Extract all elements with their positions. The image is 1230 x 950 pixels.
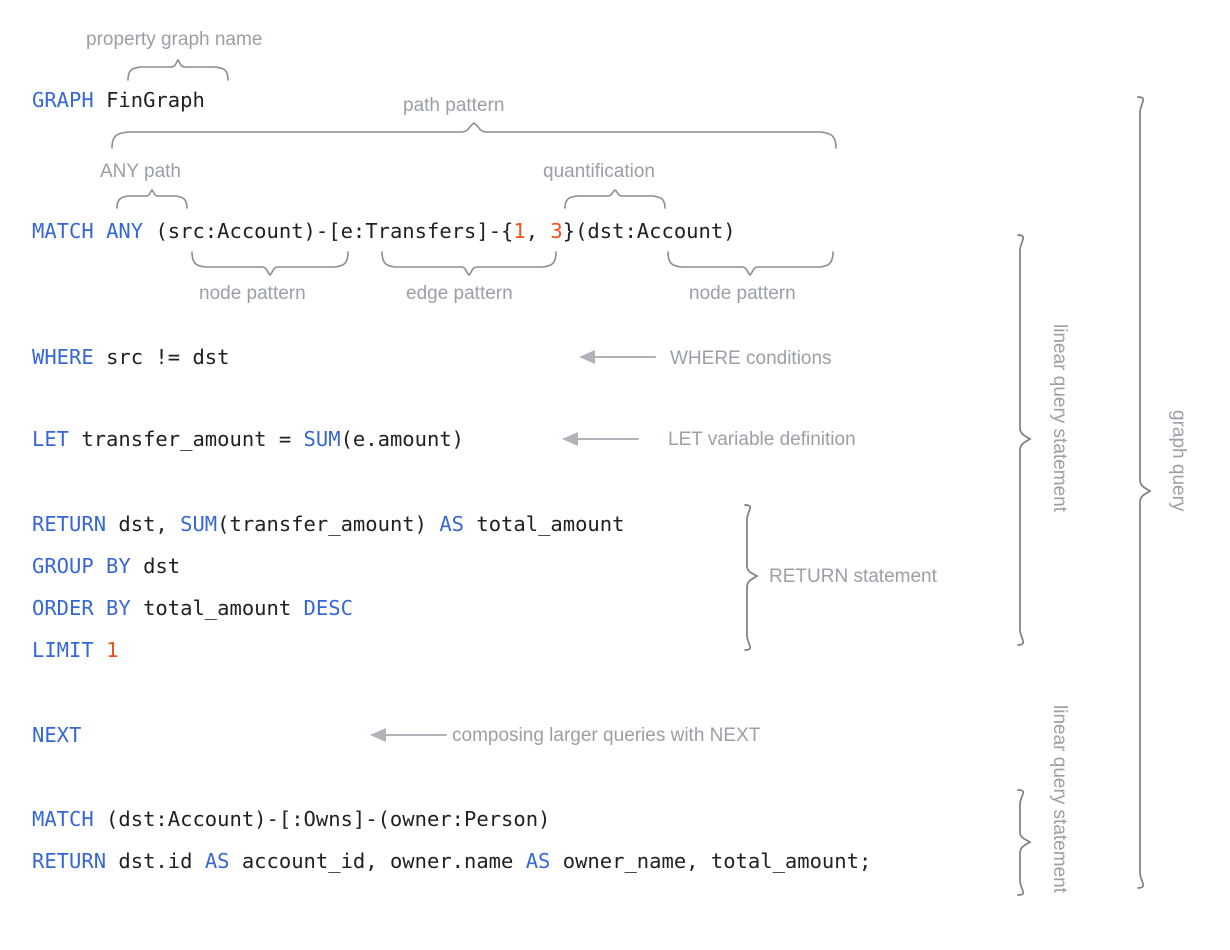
where-expression: src != dst [106,345,230,369]
brace-property-graph-name [127,58,229,81]
let-equals: = [278,427,292,451]
quantifier-upper-bound: 3 [550,219,563,243]
let-variable-name: transfer_amount [81,427,267,451]
code-space [106,512,118,536]
code-line-return-2: RETURN dst.id AS account_id, owner.name … [32,849,871,873]
annotation-let-variable-definition: LET variable definition [668,429,856,450]
keyword-limit: LIMIT [32,638,94,662]
dash-2: - [488,219,502,243]
brace-any-path [116,188,188,209]
code-space [94,638,106,662]
code-space [291,596,303,620]
keyword-return: RETURN [32,512,107,536]
keyword-graph: GRAPH [32,88,94,112]
code-space [94,219,106,243]
group-by-expression: dst [143,554,181,578]
quantifier-lower-bound: 1 [513,219,526,243]
return-item-dst: dst, [118,512,181,536]
keyword-match: MATCH [32,807,94,831]
arrow-composing-with-next [370,728,447,742]
annotation-where-conditions: WHERE conditions [670,348,832,369]
graph-name-value: FinGraph [106,88,205,112]
node-pattern-src: (src:Account) [155,219,316,243]
return-2-part-2: account_id, owner.name [229,849,526,873]
function-sum-args: (transfer_amount) [217,512,440,536]
keyword-desc: DESC [303,596,353,620]
limit-value: 1 [106,638,119,662]
code-line-return: RETURN dst, SUM(transfer_amount) AS tota… [32,512,624,536]
brace-linear-query-statement-2 [1017,789,1032,896]
keyword-match: MATCH [32,219,94,243]
code-space [94,345,106,369]
code-space [131,596,143,620]
keyword-return: RETURN [32,849,107,873]
quantifier-close-brace: } [562,219,576,243]
edge-pattern-transfers: [e:Transfers] [328,219,489,243]
return-alias: total_amount [464,512,625,536]
keyword-order-by: ORDER BY [32,596,131,620]
quantifier-open-brace: { [501,219,514,243]
function-sum: SUM [180,512,218,536]
annotation-node-pattern-left: node pattern [199,283,306,304]
keyword-as-2: AS [525,849,551,873]
annotation-property-graph-name: property graph name [86,29,263,50]
keyword-any: ANY [106,219,144,243]
code-line-let: LET transfer_amount = SUM(e.amount) [32,427,464,451]
annotation-linear-query-statement-2: linear query statement [1049,705,1070,893]
arrow-where-conditions [579,350,656,364]
brace-path-pattern [111,122,837,149]
annotation-graph-query: graph query [1168,410,1189,512]
return-2-part-3: owner_name, total_amount; [550,849,872,873]
annotation-node-pattern-right: node pattern [689,283,796,304]
keyword-where: WHERE [32,345,94,369]
code-line-limit: LIMIT 1 [32,638,118,662]
dash-1: - [315,219,329,243]
brace-node-pattern-right [667,251,834,277]
quantifier-separator: , [525,219,551,243]
keyword-as: AS [439,512,465,536]
code-line-match-2: MATCH (dst:Account)-[:Owns]-(owner:Perso… [32,807,550,831]
annotation-any-path: ANY path [100,161,181,182]
code-space [94,88,106,112]
code-space [267,427,279,451]
brace-return-statement [744,504,759,651]
keyword-group-by: GROUP BY [32,554,131,578]
brace-edge-pattern [381,251,557,277]
annotation-return-statement: RETURN statement [769,566,937,587]
annotation-path-pattern: path pattern [403,95,505,116]
code-line-next: NEXT [32,723,81,747]
code-line-graph: GRAPH FinGraph [32,88,205,112]
order-by-expression: total_amount [143,596,292,620]
brace-node-pattern-left [191,251,349,277]
function-sum: SUM [303,427,341,451]
annotation-linear-query-statement-1: linear query statement [1049,324,1070,512]
annotation-edge-pattern: edge pattern [406,283,513,304]
annotation-quantification: quantification [543,161,655,182]
keyword-next: NEXT [32,723,82,747]
node-pattern-dst: (dst:Account) [575,219,736,243]
keyword-as-1: AS [204,849,230,873]
brace-quantification [564,189,666,209]
keyword-let: LET [32,427,70,451]
match-2-pattern: (dst:Account)-[:Owns]-(owner:Person) [93,807,551,831]
brace-graph-query [1137,96,1152,889]
code-line-group-by: GROUP BY dst [32,554,180,578]
code-line-match: MATCH ANY (src:Account)-[e:Transfers]-{1… [32,219,736,243]
return-2-part-1: dst.id [106,849,205,873]
arrow-let-variable-definition [562,432,639,446]
code-line-order-by: ORDER BY total_amount DESC [32,596,353,620]
code-space [131,554,143,578]
function-sum-args: (e.amount) [340,427,464,451]
annotation-composing-with-next: composing larger queries with NEXT [452,725,761,746]
code-line-where: WHERE src != dst [32,345,229,369]
code-space [69,427,81,451]
brace-linear-query-statement-1 [1017,234,1032,646]
code-space [143,219,155,243]
code-space [291,427,303,451]
